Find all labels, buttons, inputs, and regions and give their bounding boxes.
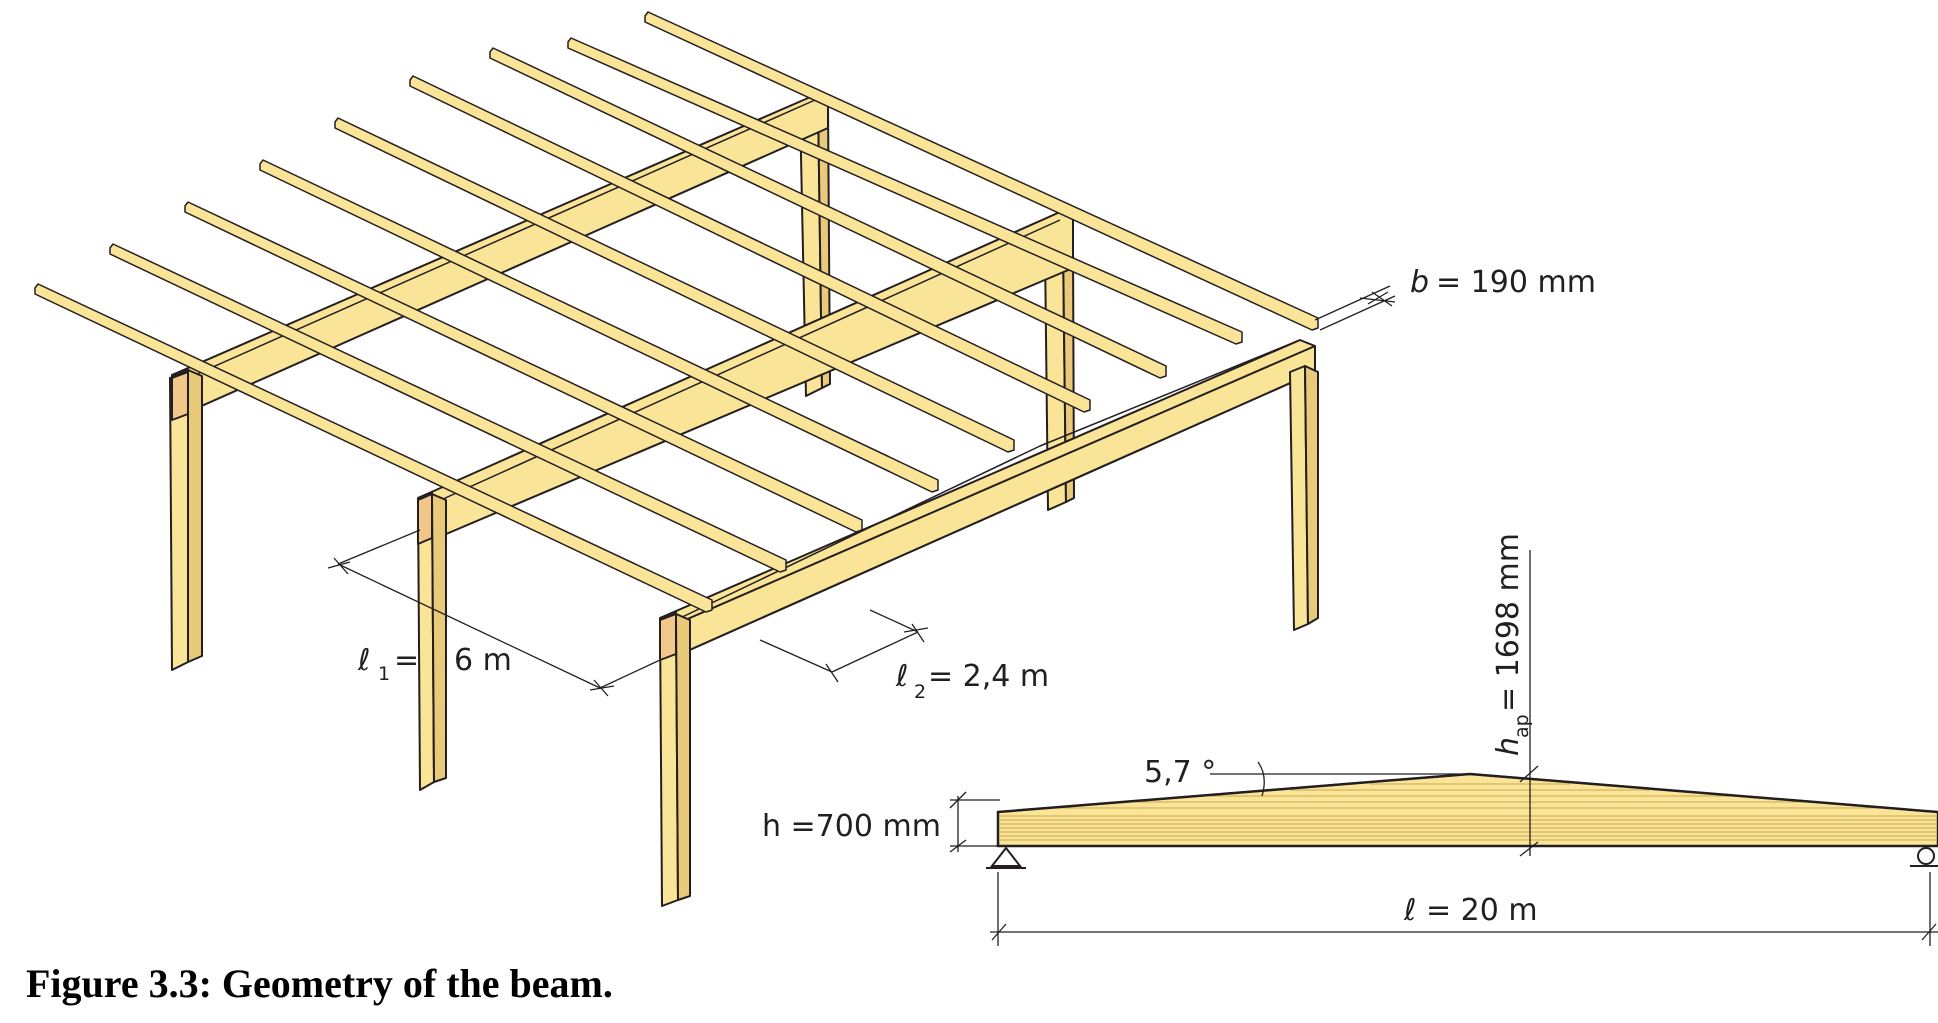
figure-caption: Figure 3.3: Geometry of the beam.: [26, 961, 613, 1006]
b-value: = 190 mm: [1436, 265, 1596, 300]
pin-support: [986, 846, 1026, 869]
l1-symbol: ℓ: [357, 643, 370, 678]
front-right-column: [1289, 365, 1319, 631]
b-width-label: b = 190 mm: [1410, 265, 1596, 300]
hap-value: = 1698 mm: [1491, 533, 1526, 712]
tapered-beam: [996, 772, 1938, 848]
middle-left-column: [417, 493, 447, 791]
hap-label: h ap = 1698 mm: [1491, 533, 1533, 756]
beam-elevation: 5,7 ° h =700 mm h ap = 1698 mm ℓ = 20 m: [762, 533, 1938, 946]
l2-subscript: 2: [914, 681, 926, 703]
l1-equals: =: [394, 643, 419, 678]
purlin: [409, 75, 1091, 413]
roller-support: [1910, 847, 1938, 867]
purlin: [184, 201, 863, 533]
dimension-lines-3d: [327, 285, 1396, 697]
dimension-lines-elevation: [949, 550, 1938, 946]
timber-structure: [34, 11, 1319, 907]
l2-length-label: ℓ 2 = 2,4 m: [895, 659, 1049, 703]
angle-label: 5,7 °: [1144, 755, 1216, 790]
pitch-angle: 5,7 °: [1144, 755, 1216, 790]
span-label: ℓ = 20 m: [1403, 893, 1538, 928]
hap-symbol: h: [1491, 737, 1526, 756]
back-left-column: [169, 369, 203, 671]
h-label: h =700 mm: [762, 809, 941, 844]
purlin: [34, 283, 713, 613]
purlin: [109, 243, 787, 573]
span-symbol: ℓ: [1403, 893, 1416, 928]
l2-value: = 2,4 m: [928, 659, 1049, 694]
purlin: [644, 11, 1319, 331]
purlin: [334, 117, 1015, 453]
hap-subscript: ap: [1511, 714, 1533, 738]
l1-value: 6 m: [454, 643, 512, 678]
edge-height: h =700 mm: [762, 809, 941, 844]
l1-subscript: 1: [378, 663, 390, 685]
b-symbol: b: [1410, 265, 1429, 300]
front-left-column: [659, 613, 691, 907]
l2-symbol: ℓ: [895, 659, 908, 694]
purlin: [259, 159, 939, 493]
purlin: [489, 47, 1167, 379]
l1-length-label: ℓ 1 = 6 m: [357, 643, 512, 685]
purlins: [34, 11, 1319, 613]
span-value: = 20 m: [1426, 893, 1538, 928]
purlin: [567, 37, 1243, 345]
grain-lines: [1000, 783, 1936, 841]
